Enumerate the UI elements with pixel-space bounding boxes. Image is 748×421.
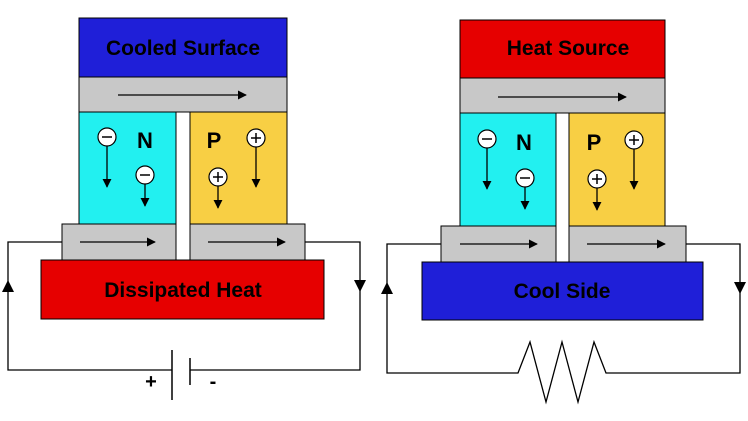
n-type-leg bbox=[78, 111, 177, 225]
cool-side-plate bbox=[421, 261, 704, 321]
left-wire-arrow-down-icon bbox=[354, 280, 366, 292]
battery-plus-label: + bbox=[145, 371, 157, 393]
right-wire-arrow-up-icon bbox=[381, 282, 393, 294]
heat-source-plate bbox=[459, 19, 666, 79]
p-type-leg bbox=[568, 112, 666, 227]
n-type-label: N bbox=[516, 130, 532, 155]
right-module: Heat Source N P bbox=[381, 19, 746, 405]
left-wire-arrow-up-icon bbox=[2, 280, 14, 292]
hole-icon bbox=[208, 167, 228, 209]
battery-minus-label: - bbox=[210, 371, 217, 393]
dissipated-heat-label: Dissipated Heat bbox=[104, 279, 262, 302]
heat-source-label: Heat Source bbox=[507, 37, 630, 60]
hole-icon bbox=[624, 130, 644, 190]
p-type-leg bbox=[189, 111, 288, 225]
cool-side-label: Cool Side bbox=[514, 280, 611, 303]
n-type-leg bbox=[459, 112, 557, 227]
cooled-surface-plate bbox=[78, 17, 288, 78]
left-module: + - Cooled Surface N P bbox=[2, 17, 366, 400]
n-type-label: N bbox=[137, 128, 153, 153]
top-conductor bbox=[459, 77, 666, 114]
hole-icon bbox=[246, 128, 266, 188]
cooled-surface-label: Cooled Surface bbox=[106, 37, 260, 60]
battery-icon bbox=[171, 350, 191, 400]
electron-icon bbox=[515, 168, 535, 210]
electron-icon bbox=[135, 165, 155, 207]
right-circuit-wire bbox=[386, 243, 741, 405]
electron-icon bbox=[97, 127, 117, 188]
dissipated-heat-plate bbox=[40, 259, 325, 320]
p-type-label: P bbox=[587, 130, 602, 155]
p-type-label: P bbox=[207, 128, 222, 153]
right-wire-arrow-down-icon bbox=[734, 282, 746, 294]
electron-icon bbox=[477, 129, 497, 190]
left-circuit-wire bbox=[7, 241, 361, 371]
hole-icon bbox=[587, 169, 607, 211]
